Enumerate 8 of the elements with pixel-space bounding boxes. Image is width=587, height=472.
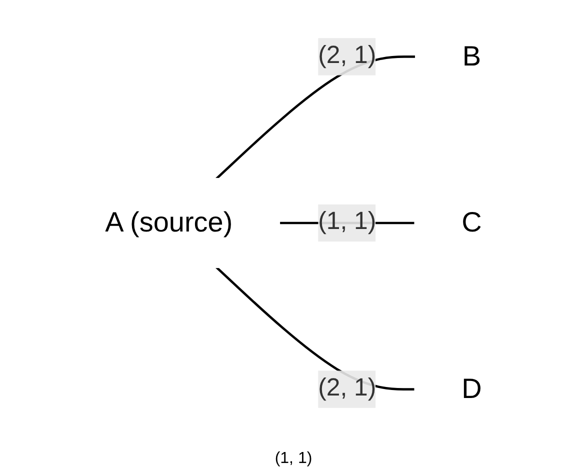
- node-text: A (source): [105, 206, 233, 238]
- node-text: C: [462, 206, 482, 238]
- weight-label: (1, 1): [274, 450, 312, 467]
- edge-label: (2, 1): [318, 375, 376, 402]
- node-text: D: [462, 372, 482, 404]
- edge-label: (1, 1): [318, 209, 376, 236]
- edge-label: (2, 1): [318, 42, 376, 70]
- node-text: B: [462, 40, 482, 72]
